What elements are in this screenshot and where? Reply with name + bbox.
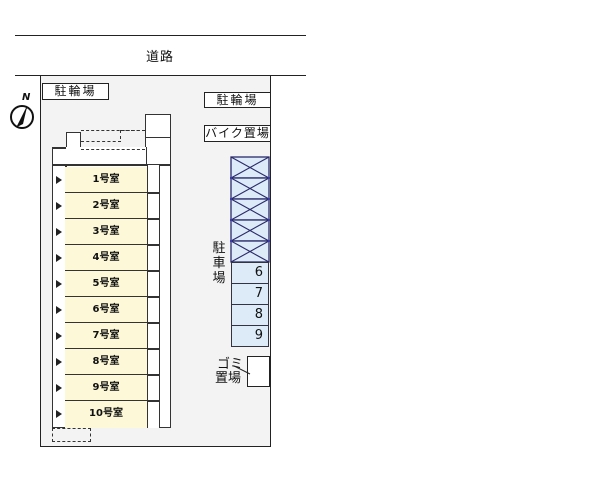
stair-structure-lower [145, 137, 171, 165]
compass-icon [10, 105, 34, 129]
entrance-arrow-icon [56, 202, 62, 210]
dashed-outline-bottom-box [52, 428, 91, 442]
parking-crossed-spaces [230, 156, 270, 263]
garbage-label-line-2: 置場 [215, 371, 242, 386]
entrance-arrow-icon [56, 254, 62, 262]
entrance-block [66, 132, 81, 148]
room-5: 5号室 [65, 271, 147, 297]
garbage-area-box [247, 356, 270, 387]
road-label: 道路 [145, 50, 174, 65]
room-4: 4号室 [65, 245, 147, 271]
room-6: 6号室 [65, 297, 147, 323]
parking-space-6: 6 [231, 262, 269, 284]
balcony-divider [147, 374, 160, 376]
bicycle-parking-left-label: 駐輪場 [42, 83, 109, 100]
entrance-arrow-icon [56, 280, 62, 288]
entrance-arrow-icon [56, 228, 62, 236]
room-2: 2号室 [65, 193, 147, 219]
balcony-divider [147, 400, 160, 402]
parking-space-8: 8 [231, 304, 269, 326]
parking-space-9: 9 [231, 325, 269, 347]
entrance-arrow-icon [56, 358, 62, 366]
motorbike-parking-label: バイク置場 [204, 125, 271, 142]
room-7: 7号室 [65, 323, 147, 349]
entrance-arrow-icon [56, 306, 62, 314]
room-9: 9号室 [65, 375, 147, 401]
car-parking-char-3: 場 [212, 271, 226, 286]
balcony-divider [147, 348, 160, 350]
room-3: 3号室 [65, 219, 147, 245]
entrance-arrow-icon [56, 410, 62, 418]
room-10: 10号室 [65, 401, 147, 428]
entrance-arrow-icon [56, 384, 62, 392]
compass-north-label: N [22, 92, 31, 103]
balcony-divider [147, 270, 160, 272]
dashed-outline-step [120, 130, 145, 139]
balcony-divider [147, 218, 160, 220]
building-top-hall-top-left [52, 147, 66, 149]
compass: N [6, 92, 40, 132]
room-8: 8号室 [65, 349, 147, 375]
room-1: 1号室 [65, 167, 147, 193]
balcony-divider [147, 296, 160, 298]
balcony-divider [147, 244, 160, 246]
garbage-label-line-1: ゴミ [217, 357, 244, 372]
balcony-divider [147, 192, 160, 194]
dashed-outline-mid [81, 141, 121, 142]
road-top-line [15, 35, 306, 36]
dashed-outline-bottom [81, 149, 145, 150]
entrance-arrow-icon [56, 176, 62, 184]
car-parking-char-2: 車 [212, 256, 226, 271]
car-parking-char-1: 駐 [212, 241, 226, 256]
entrance-arrow-icon [56, 332, 62, 340]
stair-structure [145, 114, 171, 138]
balcony-divider [147, 322, 160, 324]
bicycle-parking-right-label: 駐輪場 [204, 92, 271, 108]
building-top-hall [52, 147, 147, 165]
parking-space-7: 7 [231, 283, 269, 305]
dashed-outline-top [81, 130, 145, 131]
garbage-leader-line [234, 365, 251, 375]
